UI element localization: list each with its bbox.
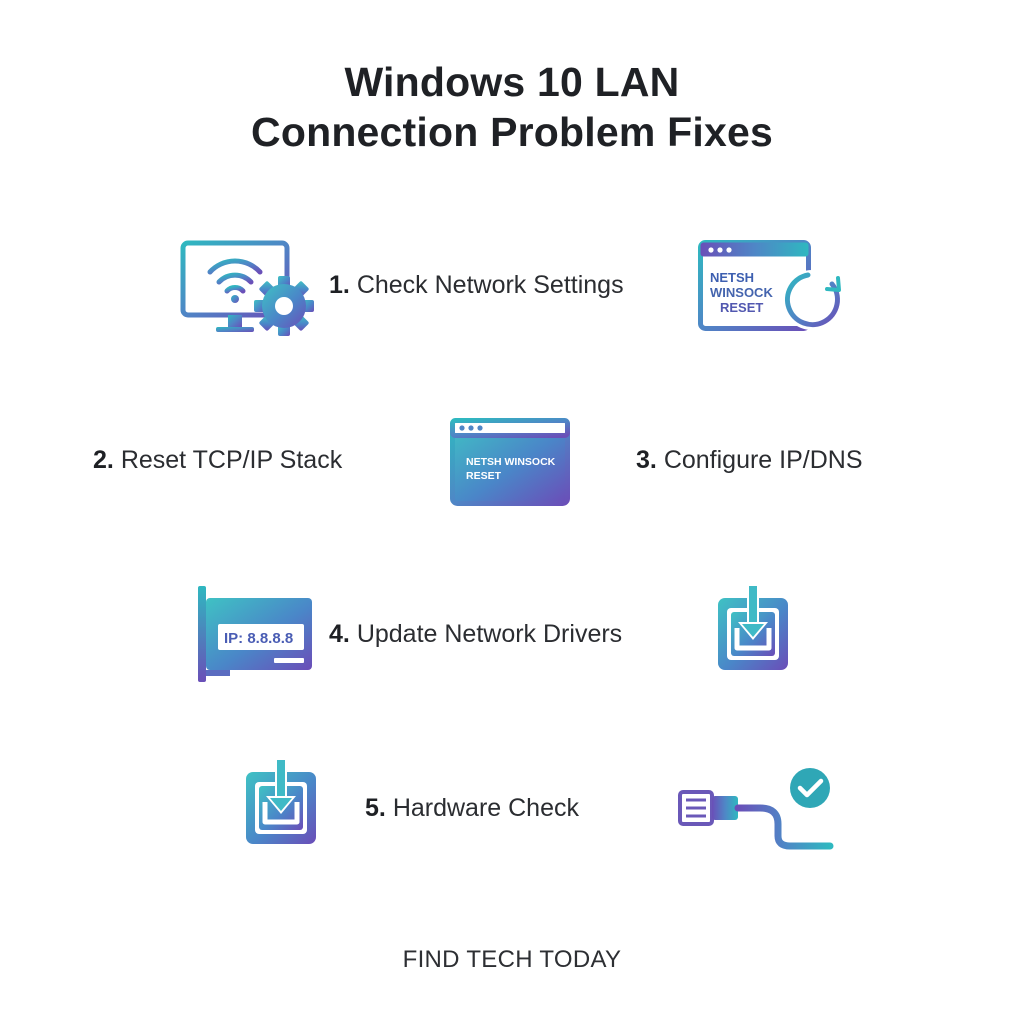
step-3-number: 3.	[636, 446, 657, 474]
step-4-label: 4. Update Network Drivers	[329, 622, 622, 647]
footer-brand: FIND TECH TODAY	[402, 946, 622, 973]
terminal-a-line-3: RESET	[720, 300, 763, 315]
step-2-text: Reset TCP/IP Stack	[120, 446, 343, 474]
network-card-ip-label: IP: 8.8.8.8	[224, 630, 293, 647]
terminal-a-line-1: NETSH	[710, 270, 754, 285]
step-3-label: 3. Configure IP/DNS	[636, 448, 863, 473]
ethernet-cable-check-icon	[676, 766, 836, 856]
step-5-label: 5. Hardware Check	[365, 796, 579, 821]
step-1-text: Check Network Settings	[356, 271, 624, 299]
step-3-text: Configure IP/DNS	[663, 446, 863, 474]
step-4-number: 4.	[329, 620, 350, 648]
terminal-a-line-2: WINSOCK	[710, 285, 773, 300]
step-5-number: 5.	[365, 794, 386, 822]
terminal-reset-power-icon: NETSH WINSOCK RESET	[698, 240, 850, 334]
page-title-line-1: Windows 10 LAN	[344, 59, 680, 105]
step-2-number: 2.	[93, 446, 114, 474]
page-title-line-2: Connection Problem Fixes	[251, 109, 773, 155]
step-2-label: 2. Reset TCP/IP Stack	[93, 448, 342, 473]
step-4-text: Update Network Drivers	[356, 620, 623, 648]
step-5-text: Hardware Check	[392, 794, 579, 822]
network-card-icon: IP: 8.8.8.8	[196, 584, 316, 684]
step-1-label: 1. Check Network Settings	[329, 273, 624, 298]
chip-download-icon-b	[228, 752, 338, 862]
monitor-wifi-gear-icon	[180, 240, 316, 340]
terminal-b-line-1: NETSH WINSOCK	[466, 456, 556, 468]
step-1-number: 1.	[329, 271, 350, 299]
terminal-b-line-2: RESET	[466, 470, 502, 482]
chip-download-icon-a	[700, 578, 810, 688]
terminal-reset-icon: NETSH WINSOCK RESET	[450, 418, 570, 506]
